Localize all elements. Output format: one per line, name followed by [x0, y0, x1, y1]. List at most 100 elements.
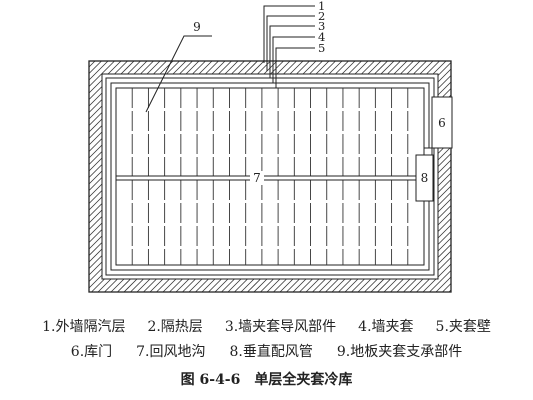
- callout-7: 7: [253, 171, 261, 185]
- hatch-line: [426, 60, 440, 75]
- legend-row-1: 1.外墙隔汽层 2.隔热层 3.墙夹套导风部件 4.墙夹套 5.夹套壁: [0, 318, 533, 336]
- hatch-line: [344, 278, 359, 293]
- hatch-line: [88, 73, 96, 81]
- hatch-line: [88, 151, 103, 165]
- hatch-line: [387, 60, 401, 75]
- hatch-line: [357, 278, 372, 293]
- hatch-line: [221, 278, 235, 293]
- hatch-line: [127, 60, 141, 75]
- hatch-line: [88, 170, 103, 185]
- hatch-line: [88, 177, 103, 191]
- leader-line-3: [269, 25, 315, 78]
- legend-item-4: 4.墙夹套: [358, 319, 414, 335]
- hatch-line: [437, 205, 452, 219]
- vertical-air-duct: [415, 154, 434, 202]
- legend-row-2: 6.库门 7.回风地沟 8.垂直配风管 9.地板夹套支承部件: [0, 343, 533, 361]
- hatch-line: [338, 278, 352, 293]
- hatch-line: [88, 73, 102, 87]
- hatch-line: [146, 60, 161, 75]
- hatch-line: [435, 278, 450, 293]
- hatch-line: [286, 278, 300, 293]
- hatch-line: [227, 278, 242, 293]
- hatch-line: [299, 278, 313, 293]
- hatch-line: [133, 60, 148, 75]
- hatch-line: [315, 60, 330, 75]
- floor-jacket-support-grid: [131, 88, 409, 265]
- layer-leader-group: 1 2 3 4 5: [263, 0, 325, 88]
- hatch-line: [91, 268, 103, 280]
- hatch-line: [88, 157, 103, 172]
- hatch-line: [97, 274, 103, 280]
- hatch-line: [101, 60, 115, 75]
- hatch-line: [396, 278, 411, 293]
- legend-item-3: 3.墙夹套导风部件: [224, 319, 337, 335]
- hatch-line: [276, 60, 291, 75]
- hatch-line: [94, 60, 109, 75]
- hatch-line: [437, 159, 452, 174]
- hatch-line: [403, 278, 417, 293]
- hatch-line: [175, 278, 190, 293]
- hatch-line: [331, 278, 346, 293]
- hatch-line: [211, 60, 226, 75]
- legend-item-9: 9.地板夹套支承部件: [336, 344, 463, 360]
- hatch-line: [88, 138, 103, 152]
- hatch-line: [250, 60, 265, 75]
- hatch-line: [88, 144, 103, 159]
- hatch-line: [88, 248, 103, 263]
- hatch-line: [437, 146, 452, 161]
- hatch-line: [442, 283, 452, 293]
- duct-connector: [423, 147, 433, 156]
- hatch-line: [88, 118, 103, 133]
- hatch-line: [88, 125, 103, 139]
- hatch-line: [289, 60, 304, 75]
- hatch-line: [361, 60, 375, 75]
- hatch-line: [351, 278, 365, 293]
- hatch-line: [393, 60, 408, 75]
- hatch-line: [437, 81, 452, 96]
- hatch-line: [437, 179, 452, 193]
- hatch-line: [422, 278, 437, 293]
- leader-line-2: [266, 15, 315, 71]
- hatch-line: [273, 278, 287, 293]
- hatch-line: [218, 60, 232, 75]
- hatch-line: [88, 222, 103, 237]
- hatch-line: [234, 278, 248, 293]
- hatch-line: [162, 278, 177, 293]
- hatch-line: [367, 60, 382, 75]
- hatch-line: [107, 60, 122, 75]
- callout-6: 6: [438, 116, 446, 130]
- hatch-line: [166, 60, 180, 75]
- outer-wall-hatching: [88, 60, 452, 293]
- hatch-line: [88, 164, 103, 178]
- hatch-line: [88, 112, 103, 126]
- hatch-line: [169, 278, 183, 293]
- figure-caption: 图 6-4-6 单层全夹套冷库: [0, 371, 533, 389]
- hatch-line: [88, 278, 99, 289]
- hatch-line: [377, 278, 391, 293]
- hatch-line: [149, 278, 164, 293]
- hatch-line: [437, 75, 452, 89]
- hatch-line: [88, 131, 103, 146]
- hatch-line: [97, 278, 112, 293]
- hatch-line: [88, 99, 103, 113]
- hatch-line: [442, 270, 452, 280]
- hatch-line: [419, 60, 434, 75]
- hatch-line: [439, 62, 452, 75]
- hatch-line: [437, 257, 452, 271]
- hatch-line: [198, 60, 213, 75]
- hatch-line: [224, 60, 239, 75]
- hatch-line: [117, 278, 131, 293]
- hatch-line: [283, 60, 297, 75]
- hatch-line: [88, 60, 102, 74]
- leader-line-5: [275, 47, 315, 88]
- single-layer-jacketed-cold-store-plan: 7 6 8 1 2 3 4 5 9: [88, 0, 453, 293]
- hatch-line: [179, 60, 193, 75]
- hatch-line: [205, 60, 219, 75]
- hatch-line: [348, 60, 362, 75]
- hatch-line: [325, 278, 339, 293]
- hatch-line: [374, 60, 388, 75]
- hatch-line: [296, 60, 310, 75]
- hatch-line: [312, 278, 326, 293]
- hatch-line: [279, 278, 294, 293]
- hatch-line: [188, 278, 203, 293]
